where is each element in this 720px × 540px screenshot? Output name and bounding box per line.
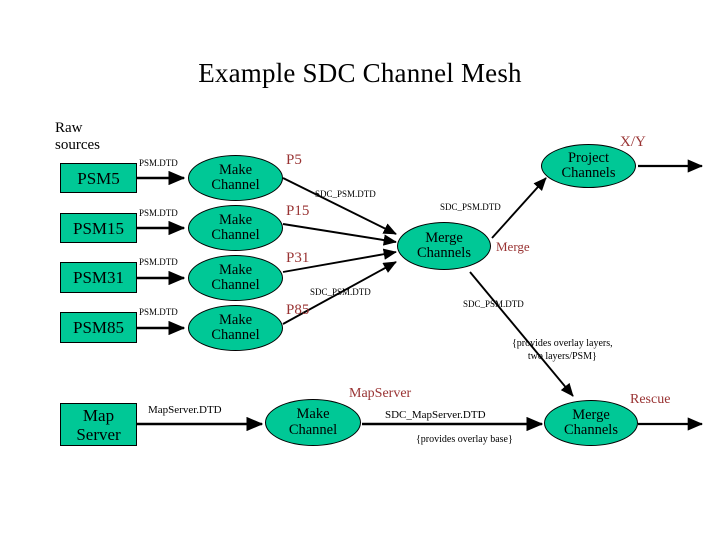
note-overlay-base: {provides overlay base} — [416, 434, 513, 445]
node-map-server[interactable]: Map Server — [60, 403, 137, 446]
node-label: PSM31 — [72, 268, 125, 287]
port-label-p5: P5 — [286, 152, 302, 168]
edge-label-sdc-psm-dtd-row1: SDC_PSM.DTD — [315, 189, 376, 199]
page-title: Example SDC Channel Mesh — [198, 58, 522, 88]
node-psm15[interactable]: PSM15 — [60, 213, 137, 243]
node-make-channel-5[interactable]: Make Channel — [265, 399, 361, 446]
node-label: Map Server — [76, 405, 121, 444]
port-label-p15: P15 — [286, 203, 310, 219]
note-overlay-layers: {provides overlay layers, two layers/PSM… — [512, 338, 613, 362]
node-merge-channels-upper[interactable]: Merge Channels — [397, 222, 491, 270]
node-label: Make Channel — [211, 311, 260, 343]
node-psm85[interactable]: PSM85 — [60, 312, 137, 343]
edge-label-psm-dtd-1: PSM.DTD — [139, 158, 178, 168]
edge-label-sdc-mapserver-dtd: SDC_MapServer.DTD — [385, 409, 486, 421]
node-psm31[interactable]: PSM31 — [60, 262, 137, 293]
raw-sources-label: Raw sources — [55, 120, 100, 153]
node-project-channels[interactable]: Project Channels — [541, 144, 636, 188]
node-make-channel-3[interactable]: Make Channel — [188, 255, 283, 301]
node-label: Make Channel — [211, 261, 260, 293]
edge-label-psm-dtd-2: PSM.DTD — [139, 208, 178, 218]
node-label: Make Channel — [288, 406, 338, 438]
node-label: PSM5 — [77, 168, 120, 188]
port-label-xy: X/Y — [620, 134, 646, 150]
node-label: PSM15 — [72, 218, 125, 238]
edge-label-psm-dtd-3: PSM.DTD — [139, 257, 178, 267]
node-psm5[interactable]: PSM5 — [60, 163, 137, 193]
node-make-channel-2[interactable]: Make Channel — [188, 205, 283, 251]
edge-label-psm-dtd-4: PSM.DTD — [139, 307, 178, 317]
port-label-p31: P31 — [286, 250, 310, 266]
edge-label-sdc-psm-dtd-row3: SDC_PSM.DTD — [310, 287, 371, 297]
edge-label-sdc-psm-dtd-merge-in: SDC_PSM.DTD — [440, 202, 501, 212]
port-label-mapserver: MapServer — [349, 386, 412, 401]
edge-label-sdc-psm-dtd-merge-out: SDC_PSM.DTD — [463, 299, 524, 309]
node-label: Make Channel — [211, 161, 260, 193]
node-label: Project Channels — [561, 149, 616, 181]
edge-label-mapserver-dtd: MapServer.DTD — [148, 404, 222, 416]
port-label-merge: Merge — [496, 239, 530, 254]
port-label-rescue: Rescue — [630, 392, 671, 407]
node-label: Merge Channels — [417, 229, 471, 261]
port-label-p85: P85 — [286, 302, 310, 318]
node-make-channel-1[interactable]: Make Channel — [188, 155, 283, 201]
node-label: Merge Channels — [564, 406, 618, 438]
node-merge-channels-lower[interactable]: Merge Channels — [544, 400, 638, 446]
node-label: PSM85 — [72, 318, 125, 337]
node-label: Make Channel — [211, 211, 260, 243]
node-make-channel-4[interactable]: Make Channel — [188, 305, 283, 351]
